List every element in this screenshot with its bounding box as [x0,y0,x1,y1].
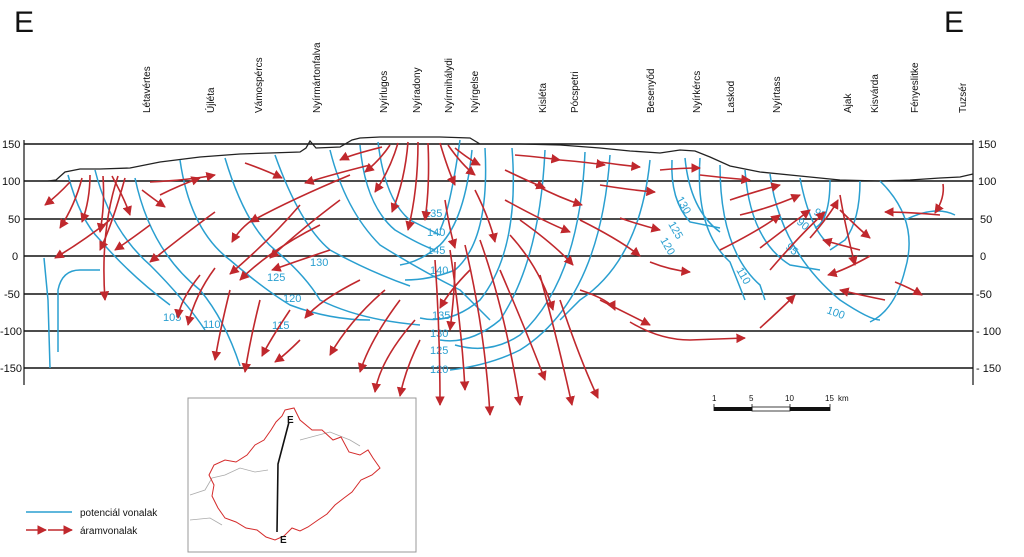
tick-label: -50 [976,289,992,301]
place-label: Kisvárda [870,74,881,113]
contour-value-label: 145 [427,245,445,257]
contour-value-label: 135 [432,310,450,322]
inset-location-map: E E [187,397,417,553]
place-label: Nyírkércs [692,71,703,113]
scale-tick-label: 15 [825,394,834,403]
section-end-label-left: E [14,6,34,39]
elevation-gridlines [24,143,973,369]
tick-label: 150 [2,139,20,151]
place-label: Nyírtass [772,76,783,113]
place-label: Nyírlugos [379,71,390,113]
contour-value-label: 130 [673,195,693,217]
terrain-surface [47,136,974,182]
scale-tick-label: 1 [712,394,717,403]
tick-label: 100 [978,176,996,188]
place-label: Vámospércs [254,57,265,113]
place-label: Kisléta [538,83,549,113]
place-label: Fényeslitke [910,62,921,113]
legend-potential-label: potenciál vonalak [80,508,158,519]
scale-tick-label: 10 [785,394,794,403]
flow-lines [44,141,945,416]
contour-value-label: 110 [203,319,221,331]
place-label: Nyíradony [412,67,423,113]
place-label: Nyírmihálydi [444,58,455,113]
contour-value-label: 130 [310,257,328,269]
place-label: Létavértes [142,66,153,113]
potential-lines [43,139,956,371]
inset-map-bottom-label: E [280,535,287,546]
scale-bar: 1 5 10 15 km [712,394,849,412]
contour-value-label: 95 [812,206,829,223]
tick-label: 50 [980,214,992,226]
contour-value-label: 120 [283,293,301,305]
place-label: Nyírmártonfalva [312,42,323,113]
place-label: Laskod [726,81,737,113]
contour-value-label: 140 [427,227,445,239]
place-label: Pócspetri [570,71,581,113]
left-tick-labels: 150 100 50 0 -50 -100 -150 [0,139,22,375]
contour-value-label: 125 [267,272,285,284]
legend-flow-label: áramvonalak [80,526,138,537]
contour-value-label: 100 [825,305,846,323]
right-tick-labels: 150 100 50 0 -50 - 100 - 150 [976,139,1001,375]
contour-value-label: 110 [733,266,752,287]
place-label: Tuzsér [958,82,969,113]
place-label: Újléta [204,87,217,113]
inset-map-top-label: E [287,415,294,426]
place-label: Nyírgelse [470,70,481,113]
legend: potenciál vonalak áramvonalak [26,508,158,537]
tick-label: -100 [0,326,22,338]
tick-label: 100 [2,176,20,188]
scale-tick-label: 5 [749,394,754,403]
tick-label: 0 [980,251,986,263]
section-end-label-right: E [944,6,964,39]
scale-unit-label: km [838,394,849,403]
place-label: Besenyőd [646,69,657,113]
contour-value-label: 115 [272,320,290,332]
contour-value-label: 140 [430,265,448,277]
tick-label: -150 [0,363,22,375]
county-border-outline [208,407,381,541]
tick-label: -50 [4,289,20,301]
tick-label: - 100 [976,326,1001,338]
section-trace-line [276,421,290,533]
tick-label: 50 [8,214,20,226]
inset-map-frame [187,397,417,553]
place-names: Létavértes Újléta Vámospércs Nyírmártonf… [142,42,969,113]
tick-label: - 150 [976,363,1001,375]
tick-label: 0 [12,251,18,263]
tick-label: 150 [978,139,996,151]
place-label: Ajak [843,93,854,113]
